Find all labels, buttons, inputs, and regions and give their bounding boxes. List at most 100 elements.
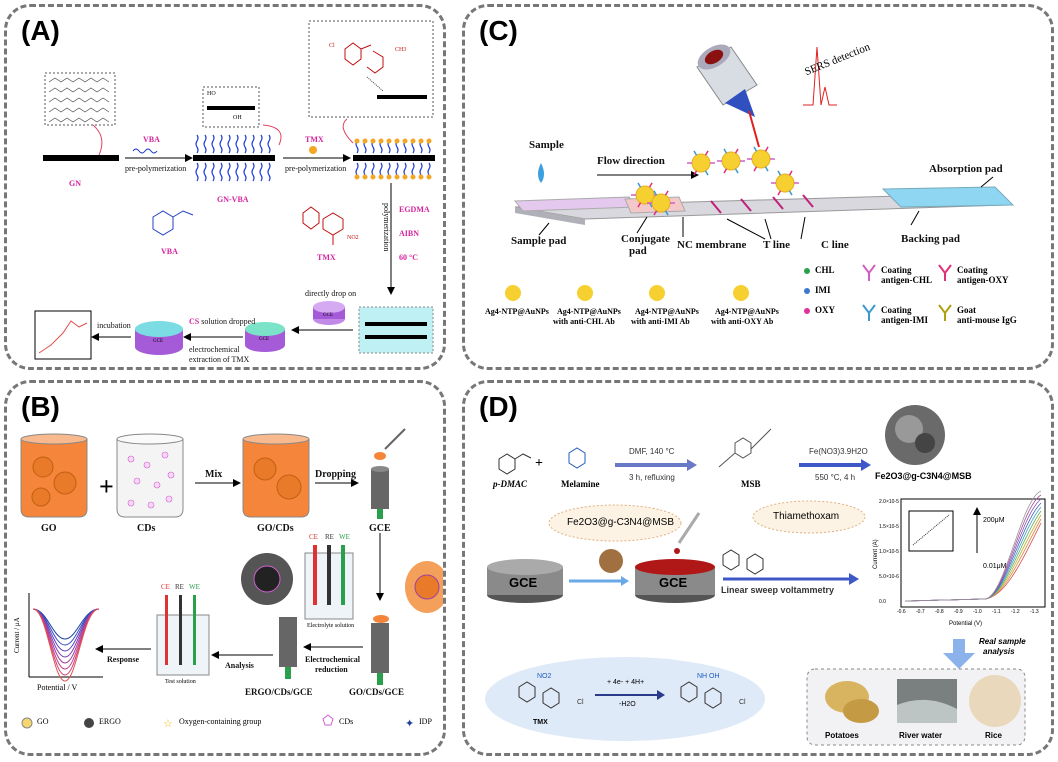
- tmx-monomer-label: TMX: [317, 253, 336, 262]
- lsv-y-tick: 2.0×10-5: [879, 499, 899, 505]
- legend-ergo: ERGO: [99, 717, 121, 726]
- t-line-label: T line: [763, 239, 791, 251]
- conjugate-pad-label-2: pad: [629, 245, 647, 257]
- gn-vba-label: GN-VBA: [217, 195, 249, 204]
- legend-oxygen: Oxygen-containing group: [179, 717, 262, 726]
- svg-text:☆: ☆: [163, 718, 173, 730]
- conc-low-label: 0.01μM: [983, 563, 1007, 570]
- go-label: GO: [41, 523, 57, 534]
- polymerization-label: polymerization: [382, 203, 391, 252]
- dmf-label: DMF, 140 °C: [629, 447, 675, 456]
- coating-imi-1: Coating: [881, 305, 912, 315]
- backing-pad-label: Backing pad: [901, 233, 960, 245]
- incubation-label: incubation: [97, 321, 131, 330]
- we-label: WE: [339, 533, 350, 541]
- panel-c-label: (C): [479, 15, 518, 46]
- lsv-y-tick: 5.0×10-6: [879, 574, 899, 580]
- reflux-label: 3 h, refluxing: [629, 473, 675, 482]
- panel-d-graphic: +: [485, 405, 1046, 746]
- electrochemical-reduction-1: Electrochemical: [305, 655, 360, 664]
- extraction-tmx-label: extraction of TMX: [189, 355, 250, 364]
- we-label-2: WE: [189, 583, 200, 591]
- aibn-label: AIBN: [399, 229, 420, 238]
- nc-membrane-label: NC membrane: [677, 239, 747, 251]
- panel-a-label: (A): [21, 15, 60, 46]
- lsv-x-tick: -0.9: [954, 609, 963, 615]
- ho-label: HO: [207, 91, 216, 97]
- coating-chl-2: antigen-CHL: [881, 275, 933, 285]
- rice-label: Rice: [985, 731, 1002, 740]
- coating-chl-1: Coating: [881, 265, 912, 275]
- cl-label: Cl: [329, 43, 335, 49]
- lsv-x-tick: -0.8: [935, 609, 944, 615]
- conc-high-label: 200μM: [983, 517, 1005, 524]
- gce-label-1: GCE: [323, 313, 333, 318]
- cs-dropped-label: CS solution dropped: [189, 317, 256, 326]
- melamine-label: Melamine: [561, 479, 600, 489]
- lsv-y-tick: 1.5×10-5: [879, 524, 899, 530]
- oxy-label: OXY: [815, 305, 835, 315]
- gn-sheet: [43, 155, 119, 161]
- panel-b-graphic: +: [20, 428, 443, 730]
- ergo-cds-gce-label: ERGO/CDs/GCE: [245, 687, 313, 697]
- egdma-label: EGDMA: [399, 205, 430, 214]
- panel-b: (B) +: [4, 380, 446, 756]
- no2-label: NO2: [347, 235, 359, 241]
- graphene-lattice-icon: [48, 77, 110, 123]
- vba-monomer-label: VBA: [161, 247, 178, 256]
- legend-chl-ab-2: with anti-CHL Ab: [553, 317, 615, 326]
- legend-idp: IDP: [419, 717, 432, 726]
- product-cl-label: Cl: [739, 699, 746, 706]
- coating-imi-2: antigen-IMI: [881, 315, 928, 325]
- chl-label: CHL: [815, 265, 835, 275]
- tmx-cl-label: Cl: [577, 699, 584, 706]
- gn-vba-brushes: [193, 155, 275, 161]
- tmx-arrow-label: TMX: [305, 135, 324, 144]
- mix-label: Mix: [205, 469, 223, 480]
- ce-label-2: CE: [161, 583, 170, 591]
- svg-text:+: +: [99, 472, 114, 501]
- tmx-no2-label: NO2: [537, 673, 552, 680]
- re-label-2: RE: [175, 583, 184, 591]
- pre-polymerization-label-2: pre-polymerization: [285, 164, 347, 173]
- conjugate-pad-label-1: Conjugate: [621, 233, 670, 245]
- analysis-label: Analysis: [225, 661, 254, 670]
- potential-axis-label: Potential / V: [37, 683, 78, 692]
- lsv-x-tick: -1.3: [1030, 609, 1039, 615]
- legend-aunps: Ag4-NTP@AuNPs: [485, 307, 549, 316]
- panel-a: (A): [4, 4, 446, 370]
- p-dmac-label: p-DMAC: [493, 479, 528, 489]
- thiamethoxam-label: Thiamethoxam: [773, 511, 840, 522]
- coating-oxy-2: antigen-OXY: [957, 275, 1009, 285]
- lsv-x-tick: -1.1: [992, 609, 1001, 615]
- lsv-label: Linear sweep voltammetry: [721, 585, 835, 595]
- lsv-y-tick: 0.0: [879, 599, 886, 605]
- panel-a-graphic: [34, 20, 435, 360]
- legend-chl-ab-1: Ag4-NTP@AuNPs: [557, 307, 621, 316]
- re-label: RE: [325, 533, 334, 541]
- reaction-top-label: + 4e- + 4H+: [607, 679, 645, 686]
- real-sample-label-1: Real sample: [979, 637, 1026, 646]
- tmx-label: TMX: [533, 719, 548, 726]
- legend-oxy-ab-2: with anti-OXY Ab: [711, 317, 774, 326]
- lsv-y-tick: 1.0×10-5: [879, 549, 899, 555]
- lsv-x-tick: -1.0: [973, 609, 982, 615]
- potatoes-label: Potatoes: [825, 731, 859, 740]
- laser-icon: [696, 44, 760, 148]
- gce-label-3: GCE: [153, 339, 163, 344]
- electrochemical-label: electrochemical: [189, 345, 240, 354]
- fe-nitrate-label: Fe(NO3)3.9H2O: [809, 447, 868, 456]
- legend-go: GO: [37, 717, 49, 726]
- panel-b-label: (B): [21, 391, 60, 422]
- temp-label: 60 °C: [399, 253, 418, 262]
- absorption-pad-label: Absorption pad: [929, 163, 1003, 175]
- oh-label: OH: [233, 115, 242, 121]
- goat-1: Goat: [957, 305, 976, 315]
- vba-arrow-label: VBA: [143, 135, 160, 144]
- sample-pad-label: Sample pad: [511, 235, 567, 247]
- directly-drop-label: directly drop on: [305, 289, 357, 298]
- legend-imi-ab-1: Ag4-NTP@AuNPs: [635, 307, 699, 316]
- reaction-bottom-label: -H2O: [619, 701, 636, 708]
- electrolyte-label: Electrolyte solution: [307, 623, 355, 629]
- cds-label: CDs: [137, 523, 156, 534]
